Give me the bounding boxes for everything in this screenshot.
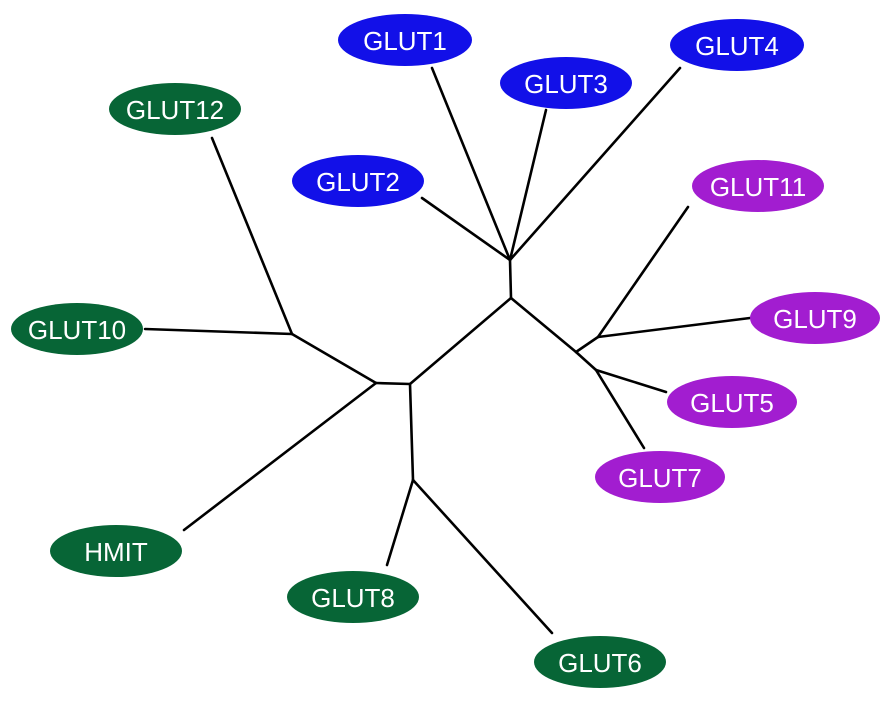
branch-glut6	[411, 478, 554, 635]
node-glut7-shape	[595, 451, 725, 503]
node-glut1-label: GLUT1	[363, 26, 447, 56]
branch-glut10	[143, 327, 294, 336]
node-glut5: GLUT5	[667, 376, 797, 428]
branch-glut11	[596, 205, 690, 339]
node-glut12-label: GLUT12	[126, 95, 224, 125]
tree-branches	[143, 66, 752, 635]
node-glut3-shape	[500, 57, 632, 109]
node-glut9: GLUT9	[750, 292, 880, 344]
node-glut6: GLUT6	[534, 636, 666, 688]
node-glut4: GLUT4	[670, 19, 804, 71]
branch-glut12	[210, 136, 294, 336]
branch-glut8	[385, 478, 415, 567]
node-glut5-label: GLUT5	[690, 388, 774, 418]
node-glut8-label: GLUT8	[311, 583, 395, 613]
node-glut12-shape	[109, 83, 241, 135]
branch-glut1	[430, 66, 512, 262]
branch-glut2	[420, 196, 512, 262]
node-glut3-label: GLUT3	[524, 69, 608, 99]
node-glut6-shape	[534, 636, 666, 688]
node-glut11-label: GLUT11	[710, 172, 806, 202]
node-glut9-shape	[750, 292, 880, 344]
node-hmit: HMIT	[50, 525, 182, 577]
branch-glut5	[594, 368, 668, 394]
node-glut7: GLUT7	[595, 451, 725, 503]
node-glut10-shape	[11, 303, 143, 355]
branch-internal-a	[574, 335, 600, 354]
node-hmit-label: HMIT	[84, 537, 148, 567]
branch-glut3	[508, 108, 548, 262]
node-glut10: GLUT10	[11, 303, 143, 355]
node-glut1-shape	[338, 14, 472, 66]
node-glut9-label: GLUT9	[773, 304, 857, 334]
branch-class2-stem	[509, 296, 578, 354]
branch-internal-c	[374, 381, 412, 386]
node-glut3: GLUT3	[500, 57, 632, 109]
node-glut12: GLUT12	[109, 83, 241, 135]
node-glut7-label: GLUT7	[618, 463, 702, 493]
branch-internal-e	[408, 382, 415, 482]
branch-internal-b	[574, 350, 598, 372]
node-glut8-shape	[287, 571, 419, 623]
tree-nodes: GLUT1 GLUT2 GLUT3 GLUT4 GLUT11 GLUT9 GLU…	[11, 14, 880, 688]
node-glut11-shape	[692, 160, 824, 212]
branch-glut9	[596, 316, 752, 339]
node-glut4-shape	[670, 19, 804, 71]
branch-trunk	[408, 296, 513, 386]
node-glut2-label: GLUT2	[316, 167, 400, 197]
node-hmit-shape	[50, 525, 182, 577]
node-glut2-shape	[292, 155, 424, 207]
branch-glut7	[594, 368, 646, 450]
node-glut1: GLUT1	[338, 14, 472, 66]
node-glut6-label: GLUT6	[558, 648, 642, 678]
node-glut2: GLUT2	[292, 155, 424, 207]
branch-internal-d	[290, 332, 378, 385]
node-glut11: GLUT11	[692, 160, 824, 212]
branch-class1-stem	[508, 258, 513, 300]
node-glut5-shape	[667, 376, 797, 428]
node-glut10-label: GLUT10	[28, 315, 126, 345]
branch-glut4	[508, 66, 682, 262]
branch-hmit	[182, 381, 378, 532]
node-glut8: GLUT8	[287, 571, 419, 623]
node-glut4-label: GLUT4	[695, 31, 779, 61]
